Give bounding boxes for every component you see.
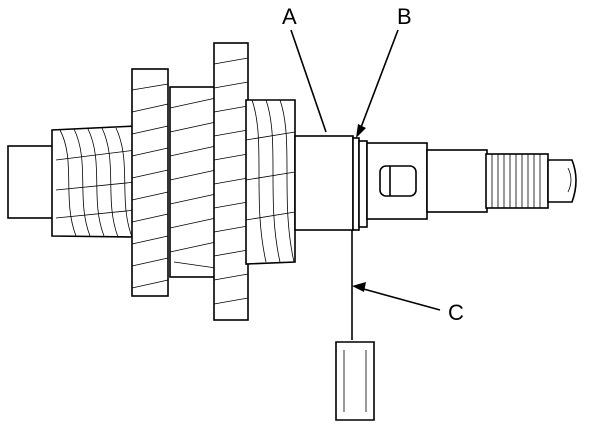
shaft-drawing bbox=[7, 42, 577, 321]
leader-lines bbox=[290, 29, 441, 311]
label-c: C bbox=[448, 300, 464, 325]
arrow-b bbox=[356, 124, 366, 138]
leader-b bbox=[359, 29, 399, 131]
large-helical-gear bbox=[51, 125, 137, 238]
splined-end bbox=[485, 153, 549, 209]
leader-c bbox=[359, 287, 441, 311]
middle-gear bbox=[169, 86, 217, 278]
spur-gear-2 bbox=[213, 42, 249, 321]
shaft-tip bbox=[547, 159, 577, 203]
shaft-step bbox=[426, 149, 488, 213]
feeler-gauge bbox=[335, 230, 375, 421]
arrow-c bbox=[352, 282, 366, 292]
right-helical-gear bbox=[245, 99, 296, 265]
leader-a bbox=[290, 29, 327, 133]
label-a: A bbox=[282, 4, 297, 29]
tip-groove bbox=[567, 167, 572, 193]
snap-ring bbox=[352, 137, 368, 231]
label-b: B bbox=[397, 4, 412, 29]
shaft-body bbox=[294, 135, 354, 231]
bearing-section bbox=[366, 142, 428, 220]
left-shaft-end bbox=[7, 145, 57, 219]
spur-gear-1 bbox=[131, 68, 169, 297]
